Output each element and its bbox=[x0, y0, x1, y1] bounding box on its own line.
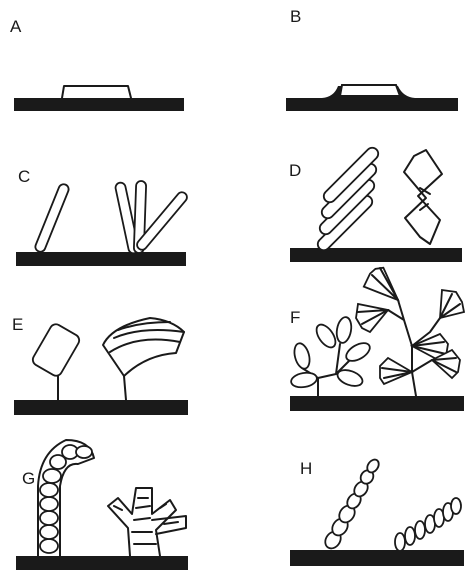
panel-a-adnate-cell bbox=[62, 86, 131, 98]
panel-c: C bbox=[16, 167, 189, 266]
panel-g-tube-cell bbox=[40, 539, 58, 553]
panel-d-label: D bbox=[289, 161, 301, 180]
panel-e-fan-lines bbox=[110, 322, 184, 352]
panel-e-stalk bbox=[124, 376, 126, 400]
panel-h-coil-cell bbox=[415, 521, 425, 539]
panel-f-left-cell bbox=[335, 367, 364, 389]
panel-b: B bbox=[286, 7, 458, 111]
panel-a: A bbox=[10, 17, 184, 111]
panel-g-tube-cell bbox=[40, 511, 58, 525]
panel-g-tube-cell bbox=[40, 483, 58, 497]
panel-a-substrate bbox=[14, 98, 184, 111]
panel-d-substrate bbox=[290, 248, 462, 262]
panel-c-substrate bbox=[16, 252, 186, 266]
panel-c-label: C bbox=[18, 167, 30, 186]
panel-e-fan-colony bbox=[103, 318, 184, 376]
panel-g-label: G bbox=[22, 469, 35, 488]
panel-h-label: H bbox=[300, 459, 312, 478]
panel-f-left-cell bbox=[292, 342, 312, 371]
panel-g-substrate bbox=[16, 556, 188, 570]
panel-f: F bbox=[290, 266, 464, 411]
panel-b-substrate bbox=[286, 98, 458, 111]
panel-e-stalked-cell bbox=[31, 322, 82, 378]
panel-g: G bbox=[16, 440, 188, 570]
panel-d-zigzag-colony bbox=[404, 150, 442, 244]
panel-f-substrate bbox=[290, 396, 464, 411]
panel-g-tube-cell bbox=[43, 469, 61, 483]
panel-c-erect-cell bbox=[34, 183, 70, 254]
panel-h-coil-cell bbox=[451, 498, 461, 514]
panel-g-tube-cell bbox=[76, 446, 92, 458]
panel-f-label: F bbox=[290, 308, 300, 327]
panel-h-coil-cell bbox=[405, 527, 415, 545]
panel-f-left-cell bbox=[313, 321, 339, 350]
panel-e-substrate bbox=[14, 400, 188, 415]
panel-f-left-cell bbox=[343, 339, 373, 364]
panel-f-fan-cluster bbox=[362, 266, 398, 304]
panel-h-coil-cell bbox=[395, 533, 405, 551]
panel-f-left-cell bbox=[290, 371, 318, 389]
panel-e: E bbox=[12, 315, 188, 415]
panel-d: D bbox=[289, 145, 462, 262]
panel-a-label: A bbox=[10, 17, 22, 36]
panel-b-label: B bbox=[290, 7, 301, 26]
panel-f-left-cell bbox=[335, 316, 353, 344]
panel-e-label: E bbox=[12, 315, 23, 334]
panel-h-substrate bbox=[290, 550, 464, 566]
panel-h: H bbox=[290, 457, 464, 566]
panel-b-adnate-cell bbox=[340, 85, 400, 96]
panel-g-tube-cell bbox=[40, 525, 58, 539]
panel-g-tube-cell bbox=[40, 497, 58, 511]
